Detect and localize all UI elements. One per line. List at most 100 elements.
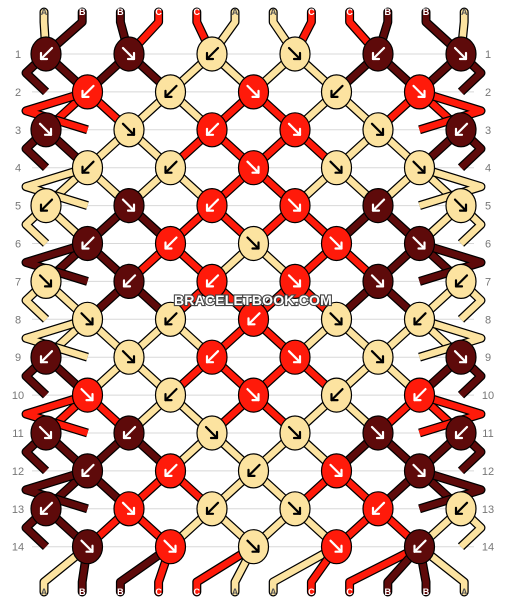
arrow-down-right-icon — [121, 198, 136, 212]
arrow-down-left-icon — [39, 198, 54, 212]
arrow-down-right-icon — [412, 236, 426, 250]
row-label-left: 12 — [12, 466, 24, 478]
knot-grid — [30, 36, 477, 565]
arrow-down-left-icon — [205, 198, 220, 212]
knot — [154, 225, 187, 262]
row-label-right: 7 — [485, 276, 491, 288]
knot — [237, 74, 270, 110]
knot — [279, 415, 311, 451]
arrow-down-left-icon — [205, 501, 220, 515]
arrow-down-right-icon — [80, 539, 94, 553]
top-strand-label: B — [117, 7, 124, 17]
knot — [196, 36, 228, 72]
arrow-down-right-icon — [121, 501, 136, 515]
arrow-down-right-icon — [329, 236, 343, 250]
row-label-right: 2 — [485, 87, 491, 99]
arrow-down-right-icon — [38, 122, 53, 136]
row-label-right: 10 — [482, 390, 494, 402]
arrow-down-right-icon — [287, 425, 302, 440]
arrow-down-left-icon — [454, 425, 469, 440]
bottom-strand-label: B — [423, 587, 430, 597]
bottom-strand-label: A — [270, 587, 277, 597]
knot — [279, 263, 311, 299]
arrow-down-right-icon — [287, 46, 302, 61]
arrow-down-left-icon — [122, 425, 137, 440]
arrow-down-left-icon — [39, 46, 54, 61]
knot — [445, 188, 477, 224]
arrow-down-right-icon — [80, 388, 94, 402]
knot — [279, 491, 311, 527]
row-label-right: 6 — [485, 239, 491, 251]
arrow-down-right-icon — [121, 122, 136, 136]
bottom-strand-label: C — [194, 587, 201, 597]
knot — [362, 188, 394, 224]
knot — [320, 301, 353, 337]
knot — [320, 225, 353, 262]
arrow-down-left-icon — [371, 198, 386, 212]
bottom-strand-label: B — [117, 587, 124, 597]
knot — [30, 339, 62, 375]
row-label-left: 7 — [15, 276, 21, 288]
knot — [237, 150, 270, 186]
knot — [196, 491, 228, 527]
knot — [403, 529, 436, 565]
row-label-right: 14 — [482, 542, 494, 554]
arrow-down-left-icon — [205, 46, 220, 61]
row-label-right: 4 — [485, 163, 491, 175]
arrow-down-left-icon — [164, 388, 178, 402]
edge-strand — [418, 467, 485, 512]
edge-strand — [418, 391, 485, 437]
knot — [279, 36, 311, 72]
knot — [154, 529, 187, 565]
knot — [196, 188, 228, 224]
edge-strand — [22, 88, 89, 133]
edge-strand — [22, 164, 89, 209]
top-strand-label: A — [232, 7, 239, 17]
knot — [362, 491, 394, 527]
bottom-strand-label: C — [308, 587, 315, 597]
knot — [154, 150, 187, 186]
arrow-down-left-icon — [205, 122, 220, 136]
arrow-down-right-icon — [246, 539, 260, 553]
knot — [279, 112, 311, 148]
row-label-left: 10 — [12, 390, 24, 402]
bottom-strand — [416, 543, 468, 596]
arrow-down-right-icon — [246, 84, 260, 99]
bottom-strand — [40, 543, 91, 596]
row-label-right: 11 — [482, 428, 493, 440]
knot — [113, 188, 145, 224]
arrow-down-left-icon — [39, 350, 54, 364]
arrow-down-left-icon — [164, 236, 178, 250]
arrow-down-left-icon — [413, 312, 427, 326]
knot — [71, 225, 104, 262]
arrow-down-left-icon — [81, 236, 95, 250]
edge-strand — [418, 164, 485, 209]
arrow-down-left-icon — [81, 463, 95, 477]
row-label-right: 1 — [485, 49, 491, 61]
row-label-left: 2 — [15, 87, 21, 99]
arrow-down-right-icon — [80, 312, 94, 326]
knot — [362, 36, 394, 72]
knot — [403, 225, 436, 262]
knot — [362, 263, 394, 299]
knot — [113, 339, 145, 375]
knot — [113, 36, 145, 72]
knot — [196, 112, 228, 148]
bottom-strand-label: A — [461, 587, 468, 597]
row-label-left: 13 — [12, 504, 24, 516]
knot — [279, 339, 311, 375]
row-label-left: 3 — [15, 125, 21, 137]
arrow-down-right-icon — [287, 501, 302, 515]
knot — [71, 74, 104, 110]
edge-strand — [418, 88, 485, 133]
arrow-down-right-icon — [246, 236, 260, 250]
top-strand-label: B — [385, 7, 392, 17]
arrow-down-right-icon — [329, 463, 343, 477]
bottom-strand-label: C — [346, 587, 353, 597]
row-label-left: 14 — [12, 542, 24, 554]
knot — [113, 491, 145, 527]
knot — [196, 415, 228, 451]
edge-strand — [22, 391, 89, 437]
